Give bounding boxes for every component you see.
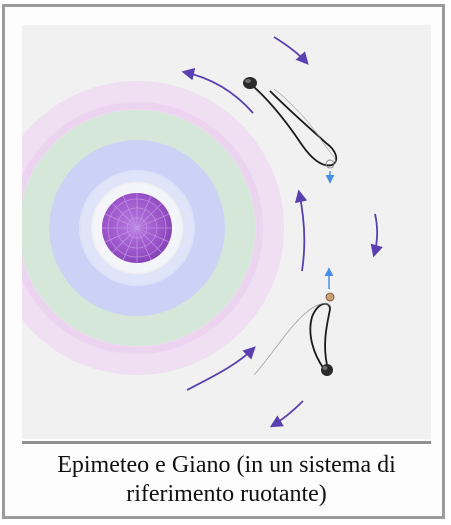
small-blue-arrows	[324, 171, 335, 289]
upper-left-arrow	[181, 67, 254, 114]
blue-ring	[49, 140, 225, 316]
top-horseshoe-path	[253, 86, 338, 167]
saturn-planet	[102, 193, 172, 263]
diagram-panel	[22, 25, 431, 439]
ghost-moon-marker	[325, 159, 335, 302]
caption-divider	[22, 441, 431, 444]
ring-system	[22, 81, 284, 375]
figure-caption: Epimeteo e Giano (in un sistema di rifer…	[57, 452, 396, 507]
horseshoe-orbits	[253, 86, 338, 376]
lower-left-arrow	[186, 346, 256, 391]
right-vertical-arrow	[370, 213, 383, 258]
top-right-arrow	[273, 36, 309, 65]
green-ring	[22, 110, 255, 346]
outer-pink-ring	[22, 81, 284, 375]
orbit-diagram	[22, 36, 383, 428]
motion-arrows	[181, 36, 383, 428]
epimetheus-moon-icon	[243, 77, 257, 89]
bottom-arrow	[269, 400, 304, 428]
bottom-horseshoe-path	[309, 302, 331, 370]
middle-vertical-arrow	[294, 189, 308, 272]
janus-moon-icon	[321, 364, 333, 376]
figure-frame: Epimeteo e Giano (in un sistema di rifer…	[2, 4, 445, 519]
